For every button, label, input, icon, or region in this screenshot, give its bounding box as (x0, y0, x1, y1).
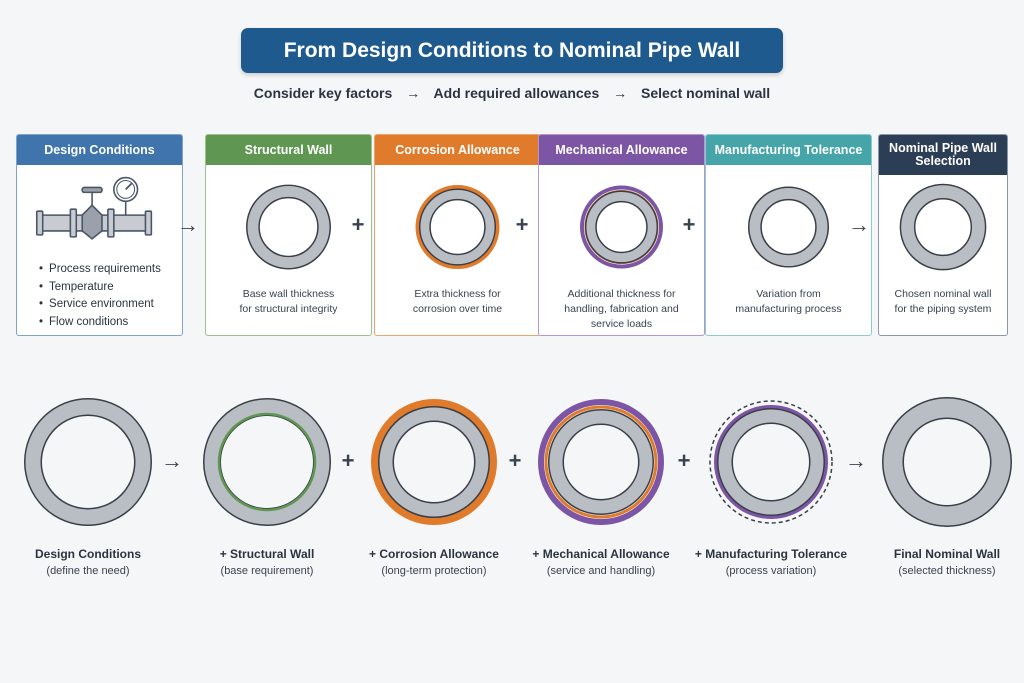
page-title: From Design Conditions to Nominal Pipe W… (241, 28, 783, 73)
card-desc-line: Extra thickness for (414, 288, 501, 300)
list-item: Temperature (39, 279, 161, 297)
card-desc-line: Variation from (756, 288, 821, 300)
card-header: Nominal Pipe Wall Selection (879, 135, 1007, 175)
operator-arrow-icon: → (177, 212, 199, 237)
card-corrosion-allowance: Corrosion Allowance Extra thickness for … (374, 134, 541, 336)
bottom-label-title: Final Nominal Wall (893, 547, 1001, 561)
operator-plus-icon: + (515, 212, 529, 237)
card-manufacturing-tolerance: Manufacturing Tolerance Variation from m… (705, 134, 872, 336)
subtitle-step-3: Select nominal wall (641, 85, 771, 101)
bottom-label-corrosion-allowance: + Corrosion Allowance (long-term protect… (344, 546, 524, 580)
card-header: Corrosion Allowance (375, 135, 540, 165)
card-desc-line: corrosion over time (412, 303, 503, 315)
bottom-label-manufacturing-tolerance: + Manufacturing Tolerance (process varia… (681, 546, 861, 580)
pipe-ring-icon (24, 398, 152, 526)
bottom-label-title: + Structural Wall (219, 547, 315, 561)
bottom-label-title: + Manufacturing Tolerance (694, 547, 848, 561)
bottom-label-sub: (selected thickness) (898, 565, 996, 577)
pipe-ring-icon (246, 184, 331, 270)
pipe-ring-icon (203, 398, 331, 526)
card-desc-line: Base wall thickness (242, 288, 335, 300)
card-structural-wall: Structural Wall Base wall thickness for … (205, 134, 372, 336)
operator-plus-icon: + (351, 212, 365, 237)
pipe-ring-icon (415, 185, 500, 270)
card-header: Structural Wall (206, 135, 371, 165)
operator-plus-icon: + (341, 448, 355, 473)
list-item: Process requirements (39, 261, 161, 279)
subtitle-step-1: Consider key factors (253, 85, 393, 101)
pipe-ring-icon (882, 397, 1012, 527)
card-header: Design Conditions (17, 135, 182, 165)
card-design-conditions: Design Conditions Process requirements T… (16, 134, 183, 336)
card-header: Mechanical Allowance (539, 135, 704, 165)
bottom-label-mechanical-allowance: + Mechanical Allowance (service and hand… (511, 546, 691, 580)
subtitle-arrow-icon: → (613, 85, 628, 101)
list-item: Service environment (39, 296, 161, 314)
bottom-label-sub: (service and handling) (546, 565, 656, 577)
card-desc-line: for structural integrity (239, 303, 338, 315)
subtitle-step-2: Add required allowances (433, 85, 600, 101)
card-desc-line: handling, fabrication and (564, 303, 679, 315)
operator-plus-icon: + (508, 448, 522, 473)
pipe-ring-icon (371, 399, 497, 525)
card-header: Manufacturing Tolerance (706, 135, 871, 165)
card-desc-line: manufacturing process (735, 303, 842, 315)
pipe-ring-icon (580, 185, 663, 269)
subtitle-arrow-icon: → (406, 85, 421, 101)
bottom-label-title: + Mechanical Allowance (532, 547, 670, 561)
design-conditions-list: Process requirements Temperature Service… (39, 261, 161, 331)
card-desc-line: for the piping system (894, 303, 992, 315)
process-subtitle: Consider key factors → Add required allo… (0, 85, 1024, 101)
bottom-label-structural-wall: + Structural Wall (base requirement) (177, 546, 357, 580)
operator-arrow-icon: → (845, 448, 867, 473)
bottom-label-sub: (process variation) (725, 565, 817, 577)
bottom-label-title: Design Conditions (35, 547, 141, 561)
operator-arrow-icon: → (161, 448, 183, 473)
bottom-label-sub: (base requirement) (220, 565, 314, 577)
operator-plus-icon: + (677, 448, 691, 473)
bottom-label-sub: (long-term protection) (381, 565, 487, 577)
operator-arrow-icon: → (848, 212, 870, 237)
card-desc-line: service loads (590, 318, 653, 330)
card-nominal-wall-selection: Nominal Pipe Wall Selection Chosen nomin… (878, 134, 1008, 336)
pipe-ring-icon (538, 399, 664, 525)
bottom-label-sub: (define the need) (46, 565, 130, 577)
bottom-label-final-nominal-wall: Final Nominal Wall (selected thickness) (857, 546, 1024, 580)
pipe-ring-icon (709, 400, 833, 524)
list-item: Flow conditions (39, 314, 161, 332)
pipe-ring-icon (747, 186, 830, 268)
pipe-valve-gauge-icon (35, 176, 153, 240)
card-desc-line: Chosen nominal wall (894, 288, 992, 300)
pipe-ring-icon (899, 183, 987, 271)
operator-plus-icon: + (682, 212, 696, 237)
card-mechanical-allowance: Mechanical Allowance Additional thicknes… (538, 134, 705, 336)
bottom-label-title: + Corrosion Allowance (369, 547, 499, 561)
bottom-label-design-conditions: Design Conditions (define the need) (0, 546, 178, 580)
card-desc-line: Additional thickness for (567, 288, 676, 300)
